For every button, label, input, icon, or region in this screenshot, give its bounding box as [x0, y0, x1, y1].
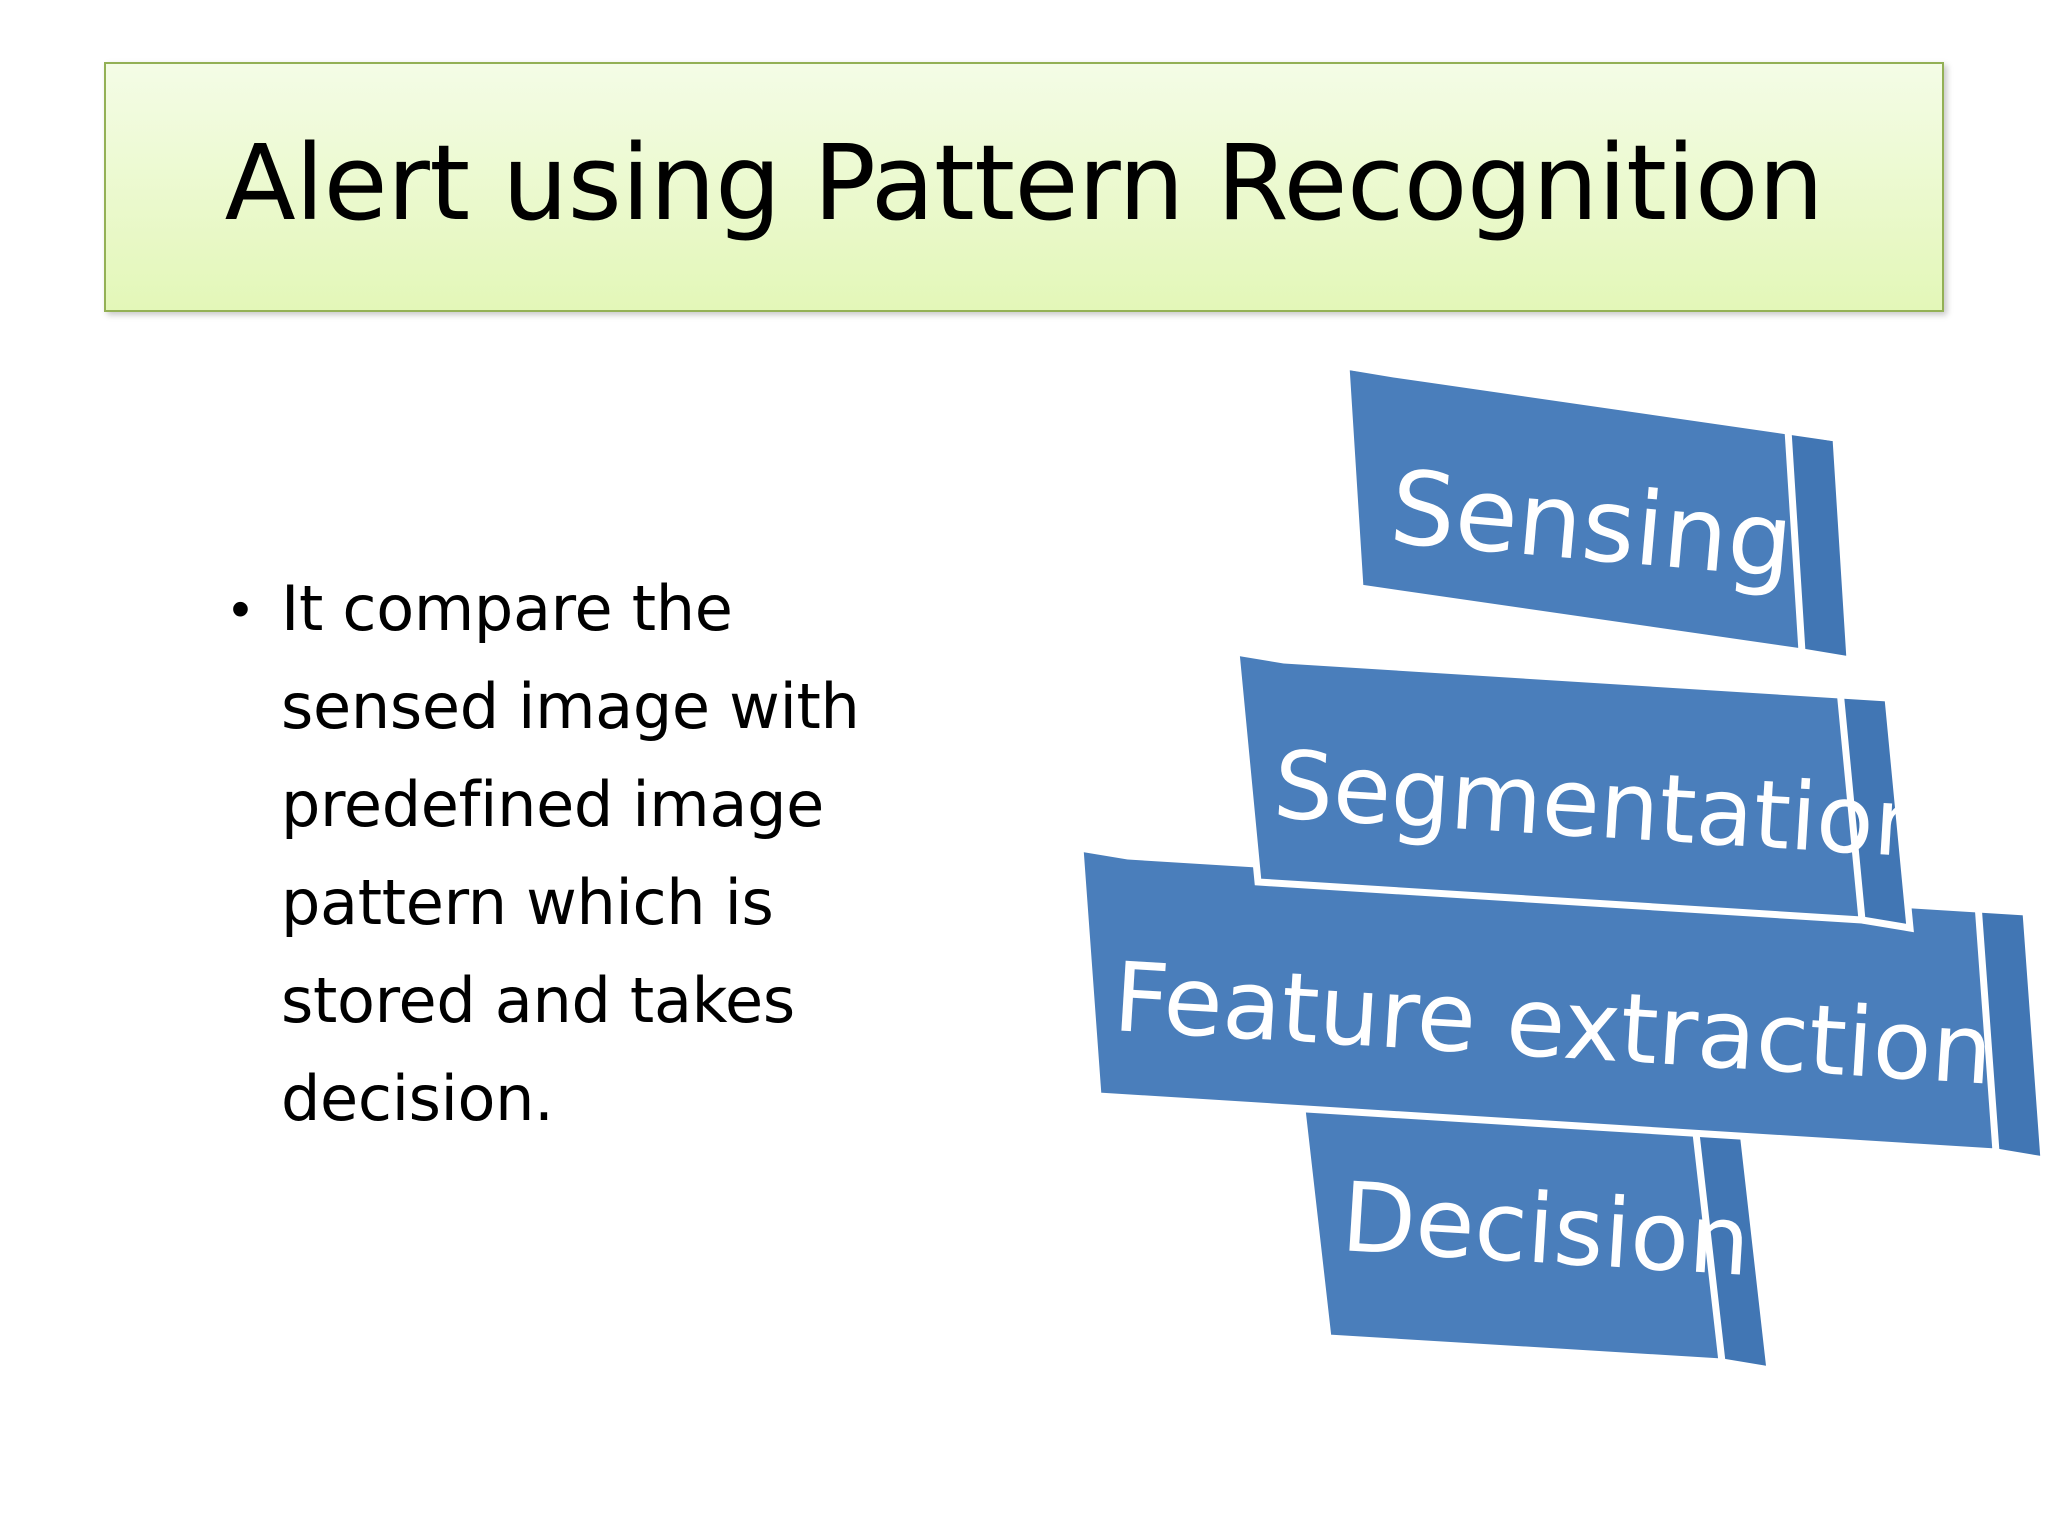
- bullet-text: It compare the sensed image with predefi…: [281, 572, 860, 1135]
- page-title: Alert using Pattern Recognition: [224, 122, 1824, 245]
- diagram-block-label-decision: Decision: [1339, 1161, 1754, 1298]
- diagram-block-segmentation[interactable]: Segmentation: [1232, 648, 1937, 933]
- pattern-recognition-pipeline-diagram[interactable]: Decision Feature extraction Segm: [1040, 330, 2048, 1420]
- slide-title-box[interactable]: Alert using Pattern Recognition: [104, 62, 1944, 312]
- diagram-block-feature-extraction[interactable]: Feature extraction: [1076, 844, 2048, 1165]
- slide-body-placeholder[interactable]: • It compare the sensed image with prede…: [225, 560, 925, 1148]
- diagram-block-sensing[interactable]: Sensing: [1342, 361, 1854, 665]
- list-item: • It compare the sensed image with prede…: [225, 560, 925, 1148]
- bullet-marker-icon: •: [231, 579, 250, 639]
